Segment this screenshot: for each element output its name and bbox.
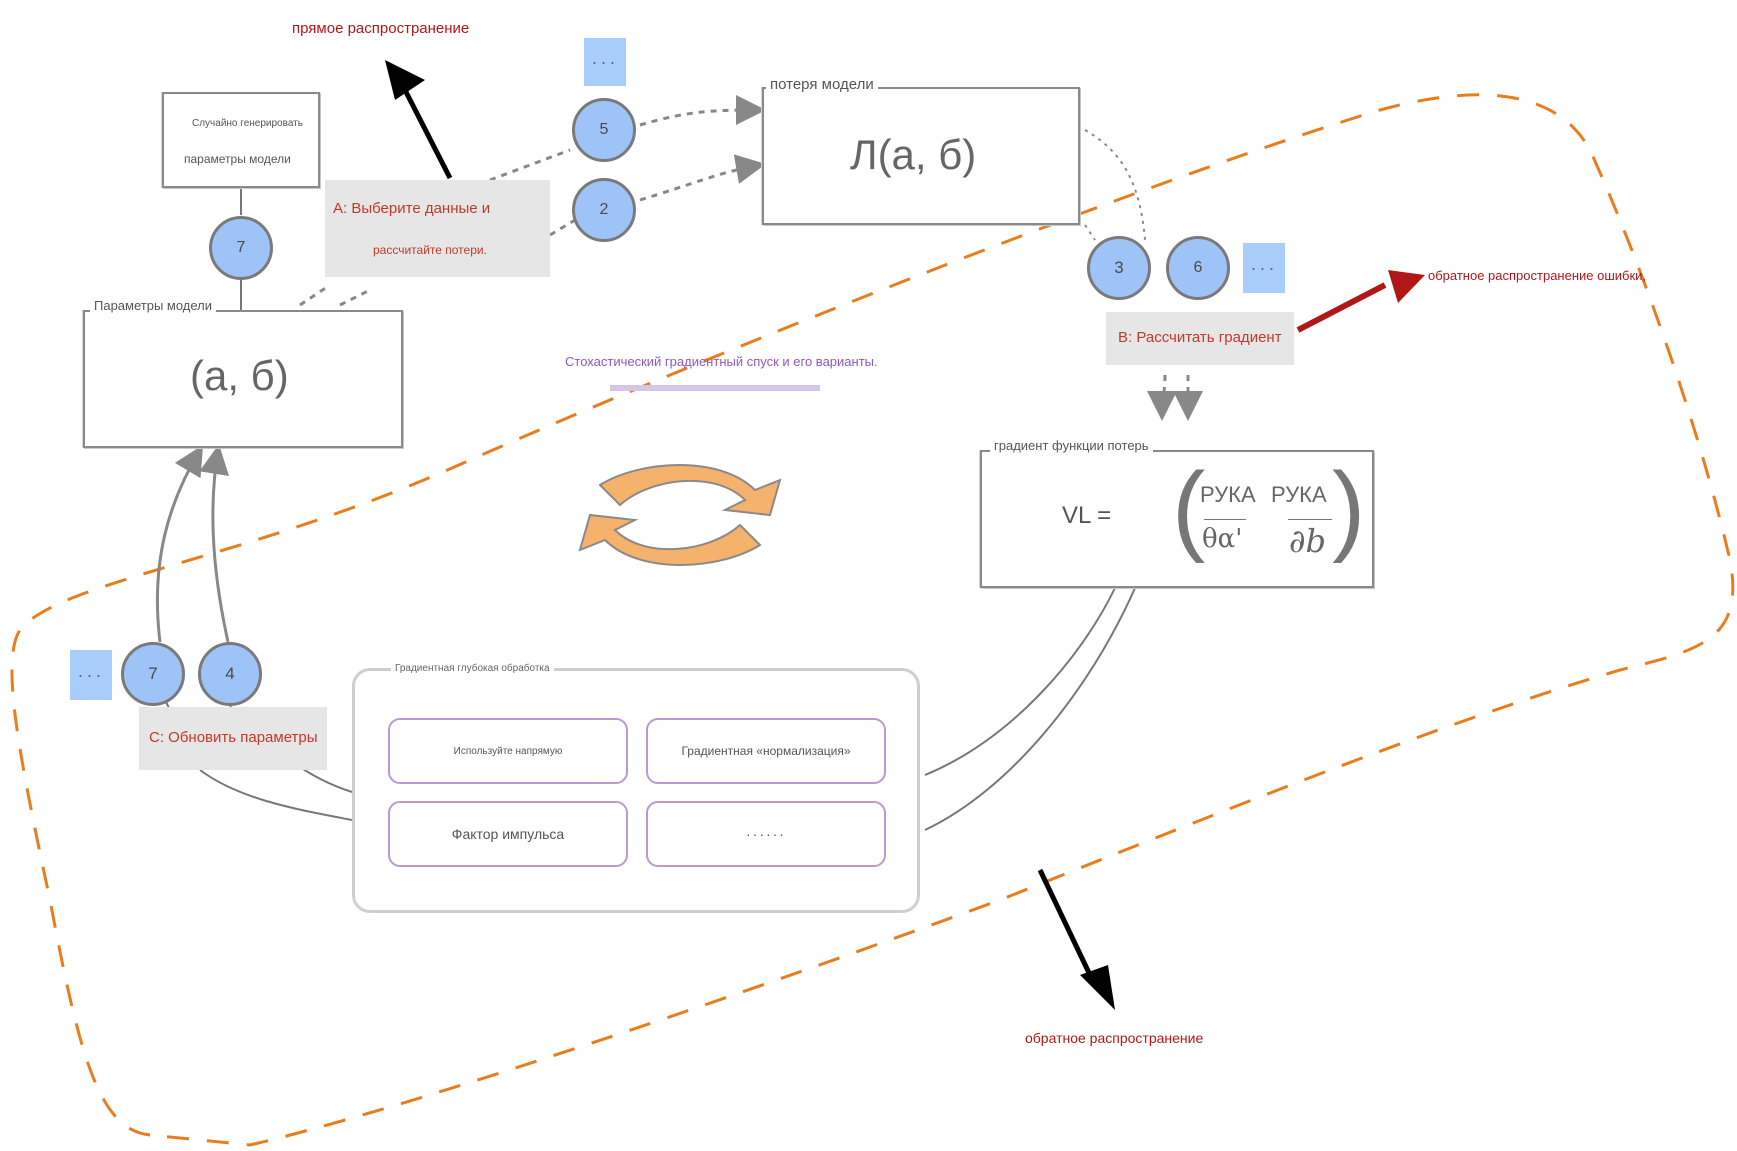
gradient-fraction-bar-1 — [1204, 519, 1246, 520]
optimizer-item-direct: Используйте напрямую — [388, 718, 628, 784]
step-circle-b1: 3 — [1087, 236, 1151, 300]
forward-arrowhead — [385, 60, 425, 100]
loss-caption: потеря модели — [766, 76, 878, 93]
step-a-line2: рассчитайте потери. — [373, 243, 487, 257]
gradient-fraction-bar-2 — [1288, 519, 1332, 520]
step-circle-a1: 5 — [572, 98, 636, 162]
cycle-icon — [578, 464, 782, 566]
optimization-loop-dashed — [10, 93, 1735, 1147]
step-a-line1: А: Выберите данные и — [333, 200, 491, 217]
params-value: (а, б) — [190, 352, 289, 399]
step-c-label: C: Обновить параметры — [139, 707, 327, 770]
step-circle-b2: 6 — [1166, 236, 1230, 300]
ellipsis-square-left: ··· — [70, 650, 112, 700]
step-a-label: А: Выберите данные и рассчитайте потери. — [325, 180, 550, 277]
gradient-den2: ∂b — [1289, 522, 1327, 560]
random-init-line1: Случайно генерировать — [192, 118, 303, 129]
loss-box: Л(а, б) — [762, 87, 1080, 225]
step-b-label: B: Рассчитать градиент — [1106, 312, 1294, 365]
optimizer-item-normalization: Градиентная «нормализация» — [646, 718, 886, 784]
gradient-num2: РУКА — [1271, 482, 1327, 507]
loss-value: Л(а, б) — [850, 131, 977, 178]
gradient-lhs: VL = — [1062, 502, 1112, 529]
gradient-box: VL = ( РУКА РУКА θα' ∂b ) — [980, 450, 1374, 588]
forward-label: прямое распространение — [292, 20, 470, 37]
optimizer-panel: Градиентная глубокая обработка Используй… — [352, 663, 920, 913]
random-init-line2: параметры модели — [184, 152, 291, 166]
random-init-box: Случайно генерировать параметры модели — [162, 92, 320, 188]
gradient-caption: градиент функции потерь — [990, 438, 1153, 453]
gradient-num1: РУКА — [1200, 482, 1256, 507]
ellipsis-square-top: ··· — [584, 38, 626, 86]
gradient-den1: θα' — [1202, 524, 1243, 554]
step-circle-c2: 4 — [198, 642, 262, 706]
step-circle-c1: 7 — [121, 642, 185, 706]
step-circle-a2: 2 — [572, 178, 636, 242]
params-box: (а, б) — [83, 310, 403, 448]
sgd-label: Стохастический градиентный спуск и его в… — [565, 354, 878, 369]
step-circle-top-left: 7 — [209, 216, 273, 280]
optimizer-item-momentum: Фактор импульса — [388, 801, 628, 867]
params-caption: Параметры модели — [90, 298, 217, 313]
backprop-arrowhead — [1080, 965, 1115, 1010]
optimizer-panel-title: Градиентная глубокая обработка — [391, 663, 554, 674]
backprop-error-label: обратное распространение ошибки, — [1428, 268, 1647, 283]
gradient-left-paren: ( — [1172, 452, 1206, 564]
gradient-right-paren: ) — [1332, 452, 1366, 564]
backprop-label: обратное распространение — [1025, 1030, 1204, 1046]
ellipsis-square-right: ··· — [1243, 243, 1285, 293]
optimizer-item-more: ······ — [646, 801, 886, 867]
backprop-error-arrowhead — [1388, 270, 1425, 303]
